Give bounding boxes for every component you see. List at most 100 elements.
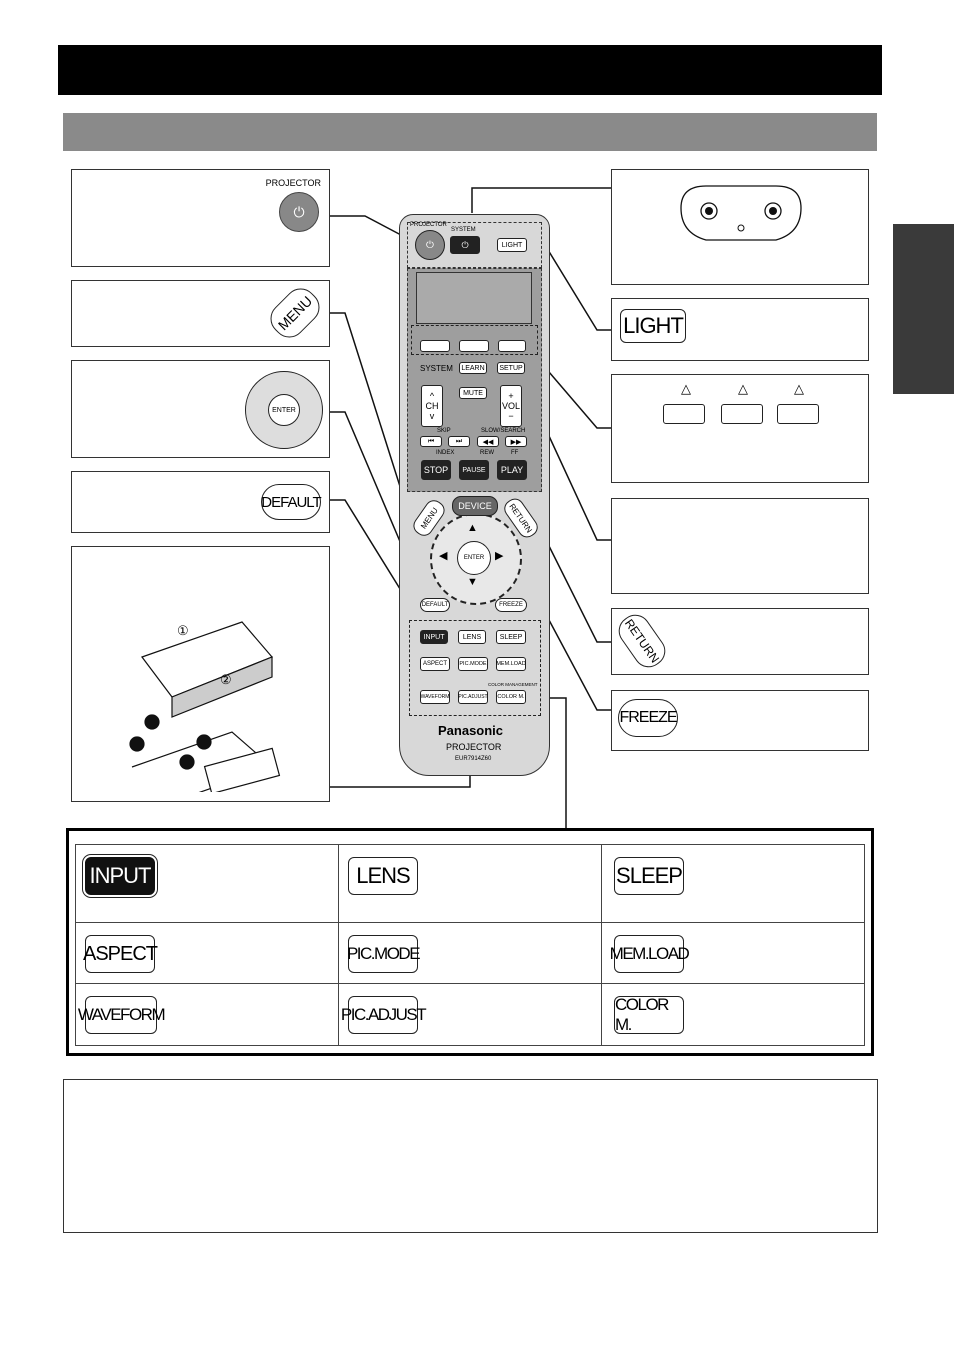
cell-aspect: ASPECT xyxy=(75,922,339,984)
remote-device-button[interactable]: DEVICE xyxy=(452,496,498,516)
remote-picmode-button[interactable]: PIC.MODE xyxy=(458,657,488,671)
remote-colorm-button[interactable]: COLOR M. xyxy=(496,690,526,704)
colorm-text: COLOR M. xyxy=(615,995,669,1034)
input-text: INPUT xyxy=(89,863,152,888)
battery-illustration xyxy=(129,621,281,792)
picmode-text: PIC.MODE xyxy=(346,944,421,963)
default-button-icon: DEFAULT xyxy=(261,484,322,520)
sleep-text: SLEEP xyxy=(616,863,683,888)
cell-colorm: COLOR M. xyxy=(601,983,865,1046)
remote-learn-button[interactable]: LEARN xyxy=(459,362,487,374)
remote-light-button[interactable]: LIGHT xyxy=(497,238,527,252)
remote-setup-button[interactable]: SETUP xyxy=(497,362,525,374)
function-table: INPUT LENS SLEEP ASPECT PIC.MODE MEM.LOA… xyxy=(75,844,865,1046)
memload-button-label: MEM.LOAD xyxy=(610,935,690,973)
remote-sleep-label: SLEEP xyxy=(499,633,523,641)
remote-freeze-button[interactable]: FREEZE xyxy=(495,598,527,612)
picadjust-button-label: PIC.ADJUST xyxy=(341,996,427,1034)
remote-color-management-label: COLOR MANAGEMENT xyxy=(488,682,538,687)
remote-mute-label: MUTE xyxy=(463,389,483,397)
device-button-2 xyxy=(721,404,763,424)
led-marker-1: △ xyxy=(681,381,691,396)
light-button-icon: LIGHT xyxy=(620,309,686,343)
aspect-text: ASPECT xyxy=(82,942,158,965)
remote-top-section xyxy=(407,222,542,268)
remote-vol-button[interactable]: +VOL− xyxy=(500,385,522,427)
remote-device-btn-1[interactable] xyxy=(420,340,450,352)
remote-device-row xyxy=(411,325,538,355)
remote-aspect-button[interactable]: ASPECT xyxy=(420,657,450,671)
remote-default-button[interactable]: DEFAULT xyxy=(420,598,450,612)
lens-button-label: LENS xyxy=(348,857,418,895)
remote-colorm-label: COLOR M. xyxy=(497,694,525,700)
remote-projector-label: PROJECTOR xyxy=(410,222,447,228)
waveform-text: WAVEFORM xyxy=(77,1005,166,1024)
step-1: ① xyxy=(177,623,189,638)
freeze-button-icon: FREEZE xyxy=(618,699,678,737)
notes-box xyxy=(63,1079,878,1233)
remote-ff-button[interactable]: ▶▶ xyxy=(505,436,527,447)
remote-enter-button[interactable]: ENTER xyxy=(457,541,491,575)
remote-system-power-button[interactable]: ⏻ xyxy=(450,236,480,254)
remote-system-text: SYSTEM xyxy=(420,364,453,373)
cell-picadjust: PIC.ADJUST xyxy=(338,983,602,1046)
remote-model: EUR7914Z60 xyxy=(455,756,492,762)
device-button-1 xyxy=(663,404,705,424)
callout-remote-top-view xyxy=(611,169,869,285)
remote-device-btn-2[interactable] xyxy=(459,340,489,352)
remote-function-section xyxy=(409,620,541,716)
return-button-icon: RETURN xyxy=(612,608,672,674)
light-label: LIGHT xyxy=(623,313,684,338)
remote-ff-label: FF xyxy=(511,450,519,456)
remote-projector-power-button[interactable]: ⏻ xyxy=(415,230,445,260)
remote-brand: Panasonic xyxy=(438,723,504,738)
remote-setup-label: SETUP xyxy=(499,364,523,372)
remote-light-label: LIGHT xyxy=(501,241,523,249)
remote-picmode-label: PIC.MODE xyxy=(459,661,487,667)
remote-skip-label: SKIP xyxy=(437,428,451,434)
default-label: DEFAULT xyxy=(261,493,321,511)
remote-left-arrow[interactable]: ◀ xyxy=(439,550,448,562)
remote-up-arrow[interactable]: ▲ xyxy=(467,522,478,534)
remote-play-button[interactable]: PLAY xyxy=(497,460,527,480)
side-tab xyxy=(893,224,954,394)
remote-picadjust-button[interactable]: PIC.ADJUST xyxy=(458,690,488,704)
remote-product: PROJECTOR xyxy=(446,742,502,752)
remote-down-arrow[interactable]: ▼ xyxy=(467,576,478,588)
remote-lcd xyxy=(416,272,532,324)
remote-enter-label: ENTER xyxy=(463,555,485,561)
picmode-button-label: PIC.MODE xyxy=(346,935,421,973)
enter-center: ENTER xyxy=(268,394,300,426)
remote-vol-label: VOL xyxy=(501,401,520,411)
remote-stop-button[interactable]: STOP xyxy=(421,460,451,480)
remote-learn-label: LEARN xyxy=(461,364,485,372)
remote-sleep-button[interactable]: SLEEP xyxy=(496,630,526,644)
remote-lens-label: LENS xyxy=(462,633,482,641)
remote-picadjust-label: PIC.ADJUST xyxy=(458,694,488,700)
aspect-button-label: ASPECT xyxy=(82,935,158,973)
remote-device-btn-3[interactable] xyxy=(498,340,526,352)
remote-pause-button[interactable]: PAUSE xyxy=(459,460,489,480)
remote-mute-button[interactable]: MUTE xyxy=(459,387,487,399)
function-table-frame xyxy=(66,828,874,1056)
remote-skip-back-button[interactable]: ⏮ xyxy=(420,436,442,447)
remote-right-arrow[interactable]: ▶ xyxy=(495,550,504,562)
remote-stop-label: STOP xyxy=(423,465,449,475)
remote-memload-button[interactable]: MEM.LOAD xyxy=(496,657,526,671)
menu-button-icon: MENU xyxy=(263,281,327,345)
remote-waveform-button[interactable]: WAVEFORM xyxy=(420,690,450,704)
cell-sleep: SLEEP xyxy=(601,844,865,923)
remote-rew-button[interactable]: ◀◀ xyxy=(477,436,499,447)
cell-input: INPUT xyxy=(75,844,339,923)
remote-lens-button[interactable]: LENS xyxy=(458,630,486,644)
callout-light: LIGHT xyxy=(611,298,869,361)
remote-input-button[interactable]: INPUT xyxy=(420,630,448,644)
cell-waveform: WAVEFORM xyxy=(75,983,339,1046)
callout-freeze: FREEZE xyxy=(611,690,869,751)
led-marker-3: △ xyxy=(794,381,804,396)
remote-play-label: PLAY xyxy=(500,465,524,475)
remote-aspect-label: ASPECT xyxy=(422,661,447,667)
remote-skip-fwd-button[interactable]: ⏭ xyxy=(448,436,470,447)
colorm-button-label: COLOR M. xyxy=(614,995,684,1034)
